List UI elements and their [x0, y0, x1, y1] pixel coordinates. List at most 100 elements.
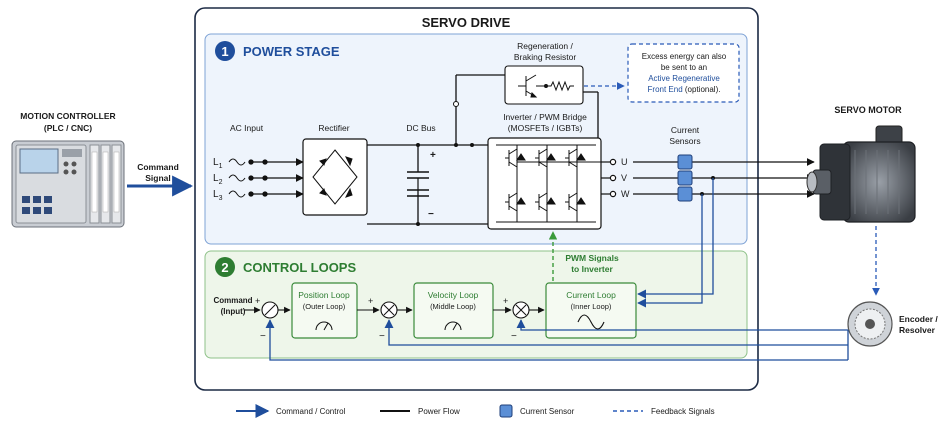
encoder-label-1: Encoder /	[899, 314, 938, 324]
regen-note-box	[627, 43, 740, 103]
sj2-plus: +	[368, 296, 373, 306]
summing-junction-3	[512, 301, 530, 319]
velocity-gauge-icon	[444, 321, 462, 331]
ac-input-label: AC Input	[230, 123, 264, 133]
igbt-switch-3	[565, 148, 586, 168]
igbt-switch-4	[505, 192, 526, 212]
regen-block	[504, 65, 584, 105]
position-loop-sub: (Outer Loop)	[303, 302, 346, 311]
regen-tap-node	[453, 101, 459, 107]
current-sensor-u	[677, 154, 693, 170]
dc-bus-capacitor-icon	[407, 171, 429, 197]
command-input-label-2: (Input)	[221, 307, 246, 316]
phase-labels: L1 L2 L3	[213, 157, 223, 202]
dc-bus-label: DC Bus	[406, 123, 435, 133]
regen-label-1: Regeneration /	[517, 41, 573, 51]
dc-bus-node-2	[454, 143, 458, 147]
braking-resistor-icon	[546, 80, 574, 92]
inverter-output-terminals	[609, 158, 617, 198]
igbt-switch-5	[535, 192, 556, 212]
current-sensor-v	[677, 170, 693, 186]
inverter-label-2: (MOSFETs / IGBTs)	[508, 123, 583, 133]
legend-command-label: Command / Control	[276, 407, 346, 416]
inverter-label-1: Inverter / PWM Bridge	[503, 112, 587, 122]
motion-controller-label-1: MOTION CONTROLLER	[20, 111, 115, 121]
plc-controller-icon	[11, 140, 125, 228]
current-sensors-label-1: Current	[671, 125, 700, 135]
control-loops-title: CONTROL LOOPS	[243, 260, 356, 275]
ac-sine-symbols	[228, 158, 246, 198]
servo-drive-title: SERVO DRIVE	[422, 15, 511, 30]
sj1-plus: +	[255, 296, 260, 306]
legend-sensor-swatch	[499, 404, 513, 418]
velocity-loop-title: Velocity Loop	[428, 290, 479, 300]
control-loops-number-badge	[215, 257, 235, 277]
motion-controller-label-2: (PLC / CNC)	[44, 123, 92, 133]
pwm-label-2: to Inverter	[571, 264, 613, 274]
current-sensor-w	[677, 186, 693, 202]
phase-label-l3: L3	[213, 189, 223, 202]
dc-bus-node-4	[470, 143, 474, 147]
regen-note-line-4: Front End (optional).	[648, 85, 721, 94]
regen-note-line-2: be sent to an	[661, 63, 707, 72]
legend: Command / Control Power Flow Current Sen…	[236, 404, 715, 418]
current-sine-icon	[577, 314, 605, 330]
power-stage-number: 1	[221, 44, 228, 59]
inverter-igbt-switches	[496, 144, 601, 223]
ac-input-lines	[248, 158, 304, 198]
pwm-label-1: PWM Signals	[565, 253, 619, 263]
dc-bus-node-1	[416, 143, 420, 147]
sj3-minus: −	[511, 331, 517, 342]
power-stage-title: POWER STAGE	[243, 44, 340, 59]
phase-label-l1: L1	[213, 157, 223, 170]
position-loop-feedback	[265, 319, 848, 361]
output-label-w: W	[621, 189, 630, 199]
dc-bus-node-3	[416, 222, 420, 226]
motor-phase-lines	[633, 158, 815, 198]
igbt-switch-2	[535, 148, 556, 168]
output-label-u: U	[621, 157, 628, 167]
output-label-v: V	[621, 173, 627, 183]
inverter-block	[487, 137, 602, 230]
position-loop-title: Position Loop	[298, 290, 350, 300]
velocity-loop-sub: (Middle Loop)	[430, 302, 476, 311]
legend-power-label: Power Flow	[418, 407, 460, 416]
rectifier-diode-bridge-icon	[312, 149, 358, 205]
servo-motor-icon	[806, 125, 916, 223]
current-loop-title: Current Loop	[566, 290, 616, 300]
current-loop-block	[545, 282, 637, 339]
legend-feedback-label: Feedback Signals	[651, 407, 715, 416]
regen-label-2: Braking Resistor	[514, 52, 577, 62]
current-loop-sub: (Inner Loop)	[571, 302, 612, 311]
dc-bus-minus: −	[428, 209, 434, 220]
regen-note-line-1: Excess energy can also	[642, 52, 727, 61]
summing-junction-2	[380, 301, 398, 319]
igbt-switch-1	[505, 148, 526, 168]
velocity-loop-feedback	[384, 319, 848, 346]
regen-note-line-3: Active Regenerative	[648, 74, 720, 83]
current-feedback-line-2	[637, 194, 703, 308]
command-signal-label-2: Signal	[145, 173, 171, 183]
rectifier-block	[302, 138, 368, 216]
position-gauge-icon	[315, 321, 333, 331]
command-signal-label-1: Command	[137, 162, 179, 172]
legend-sensor-label: Current Sensor	[520, 407, 575, 416]
encoder-label-2: Resolver	[899, 325, 936, 335]
phase-label-l2: L2	[213, 173, 223, 186]
control-loops-number: 2	[221, 260, 228, 275]
igbt-switch-6	[565, 192, 586, 212]
current-feedback-line-1	[637, 178, 714, 299]
encoder-icon	[847, 301, 893, 347]
braking-transistor-icon	[518, 74, 546, 98]
inverter-output-links	[601, 161, 610, 195]
dc-bus-plus: +	[430, 150, 436, 161]
servo-motor-label: SERVO MOTOR	[834, 105, 902, 115]
current-loop-feedback	[516, 319, 848, 331]
power-stage-number-badge	[215, 41, 235, 61]
sj1-minus: −	[260, 331, 266, 342]
rectifier-label: Rectifier	[318, 123, 349, 133]
command-input-label-1: Command	[213, 296, 252, 305]
sj2-minus: −	[379, 331, 385, 342]
sj3-plus: +	[503, 296, 508, 306]
